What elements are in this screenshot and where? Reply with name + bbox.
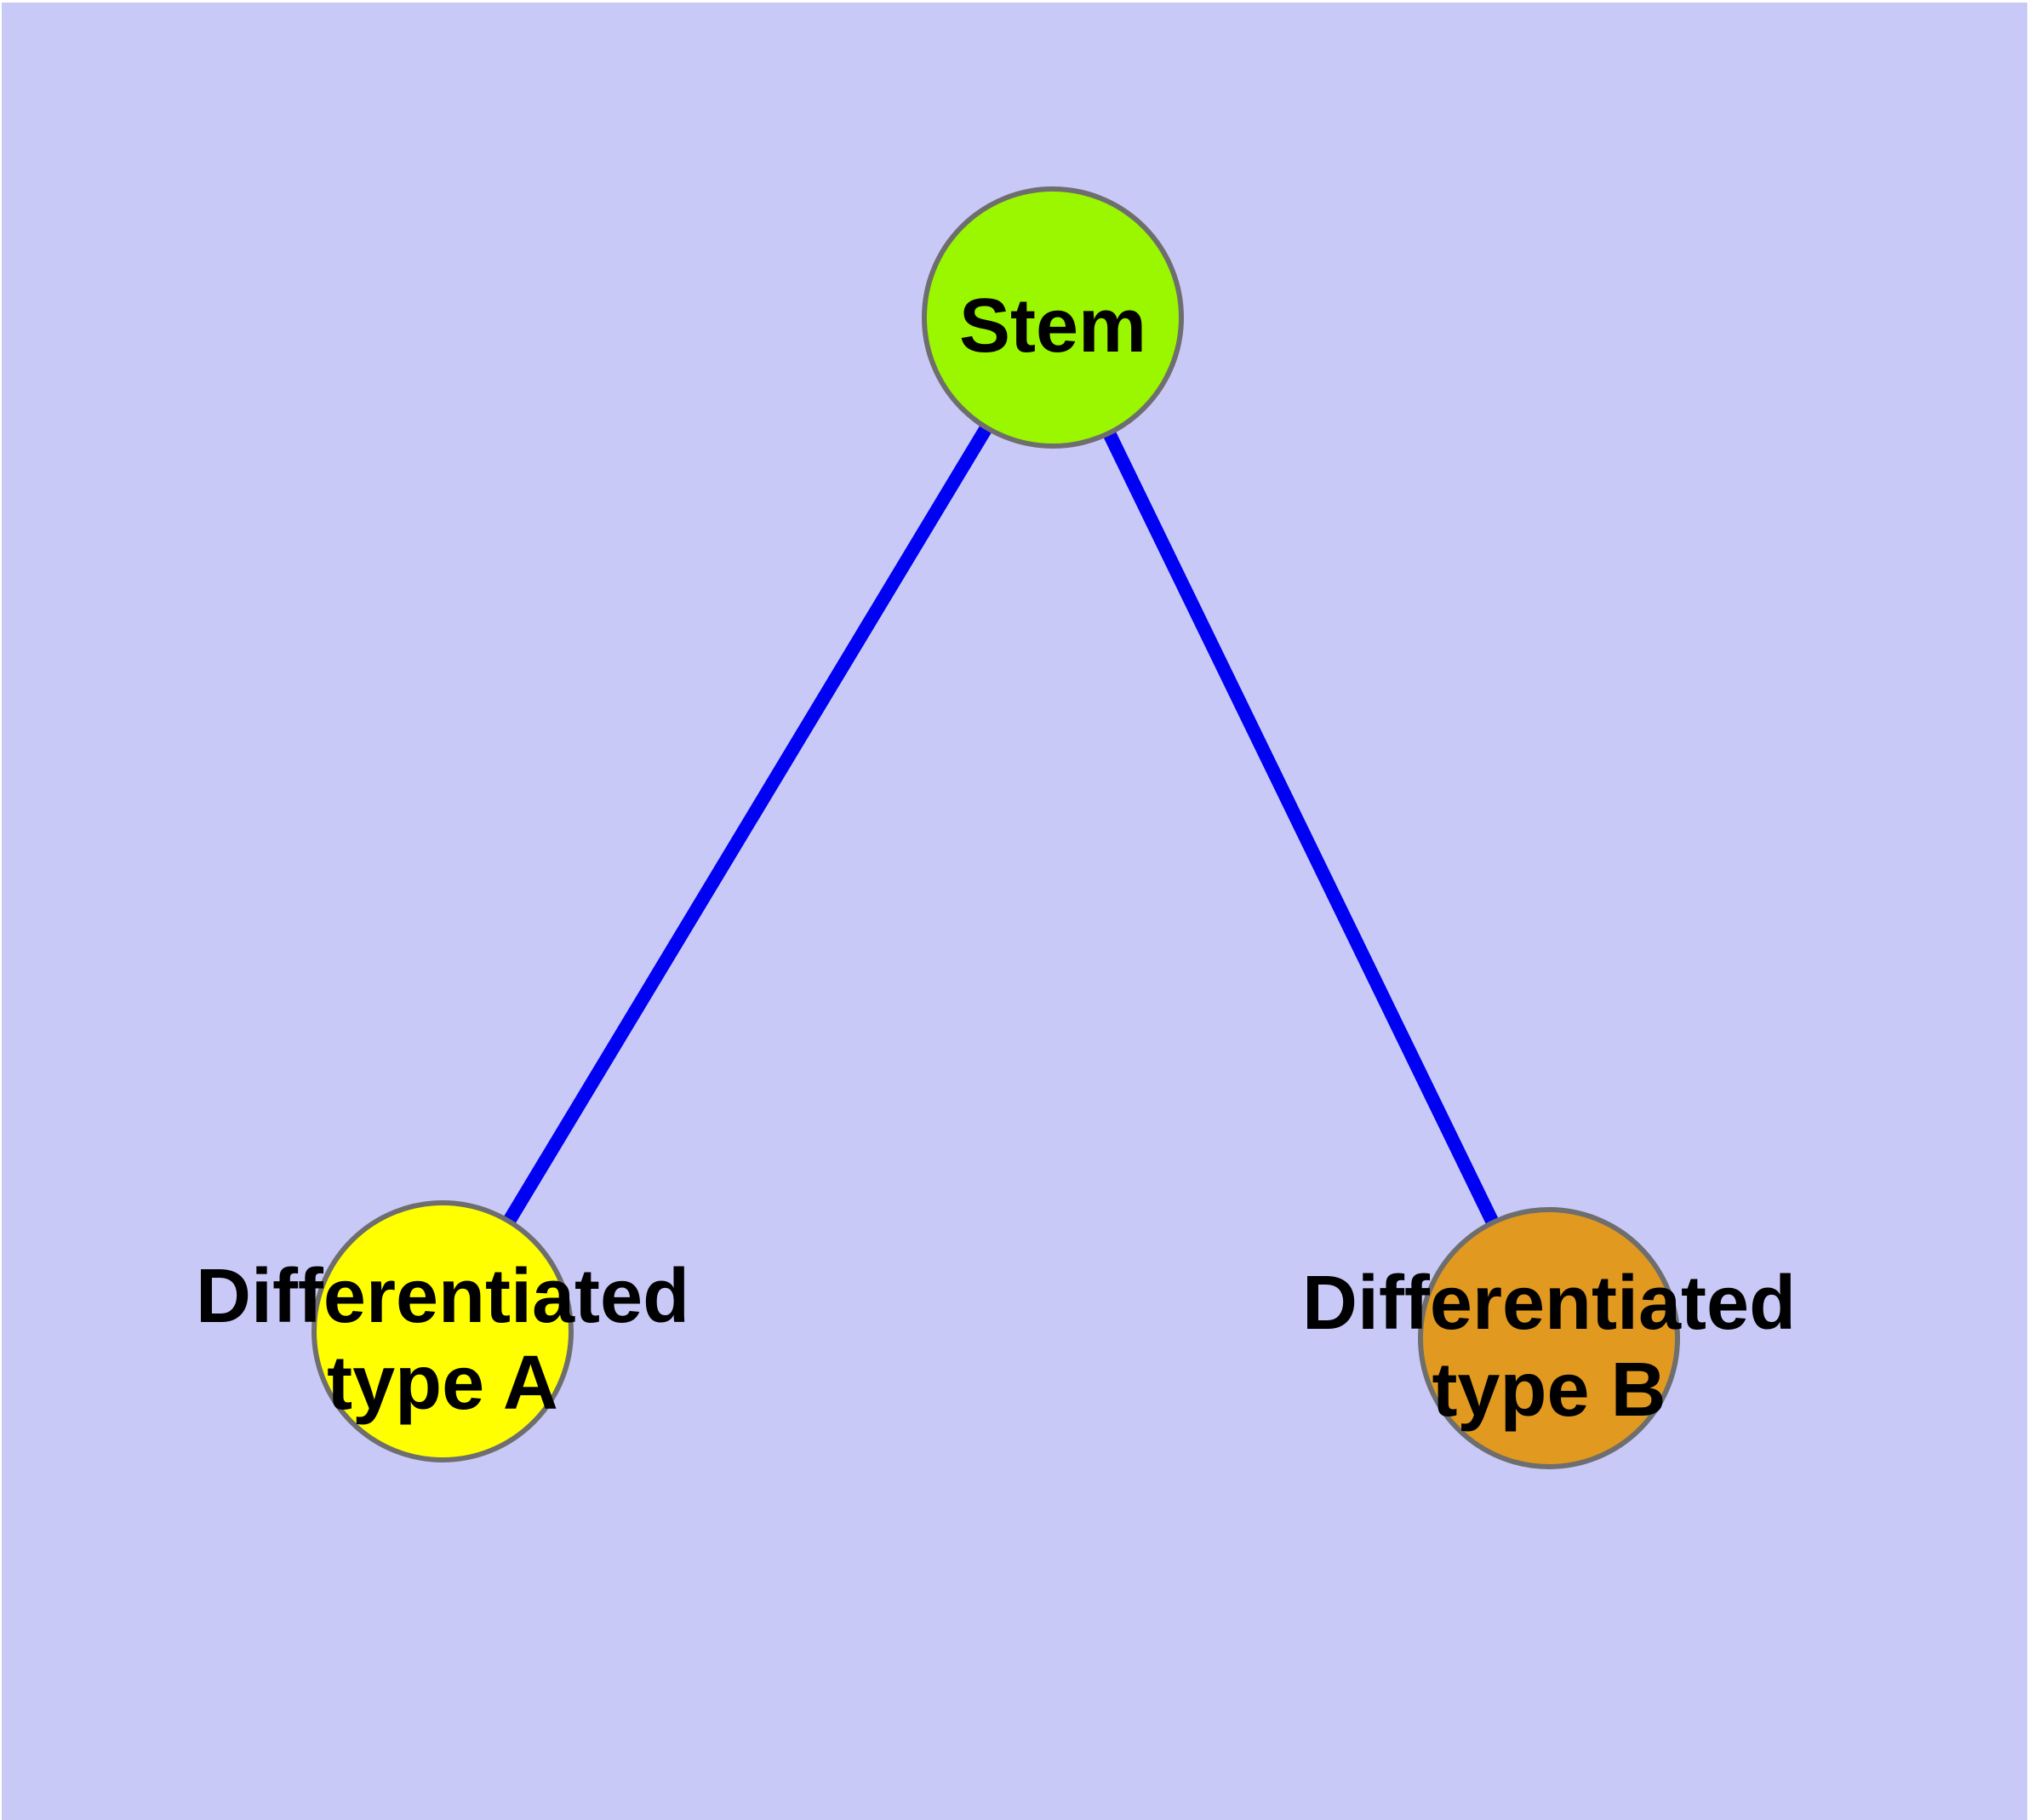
node-stem [922,186,1184,449]
node-b-label-line1: Differentiated [1301,1261,1797,1346]
edge-stem-to-type-a [437,313,1059,1336]
node-stem-label: Stem [959,283,1146,369]
edge-stem-to-type-b [1046,314,1556,1342]
node-a-label-line2: type A [327,1341,558,1426]
node-differentiated-type-b [1418,1207,1680,1469]
node-stem-label-text: Stem [958,283,1147,369]
node-differentiated-type-b-label: Differentiated type B [1302,1260,1796,1434]
node-differentiated-type-a-label: Differentiated type A [196,1253,689,1427]
node-differentiated-type-a [311,1200,574,1462]
node-a-label-line1: Differentiated [195,1254,690,1339]
node-b-label-line2: type B [1432,1348,1666,1433]
